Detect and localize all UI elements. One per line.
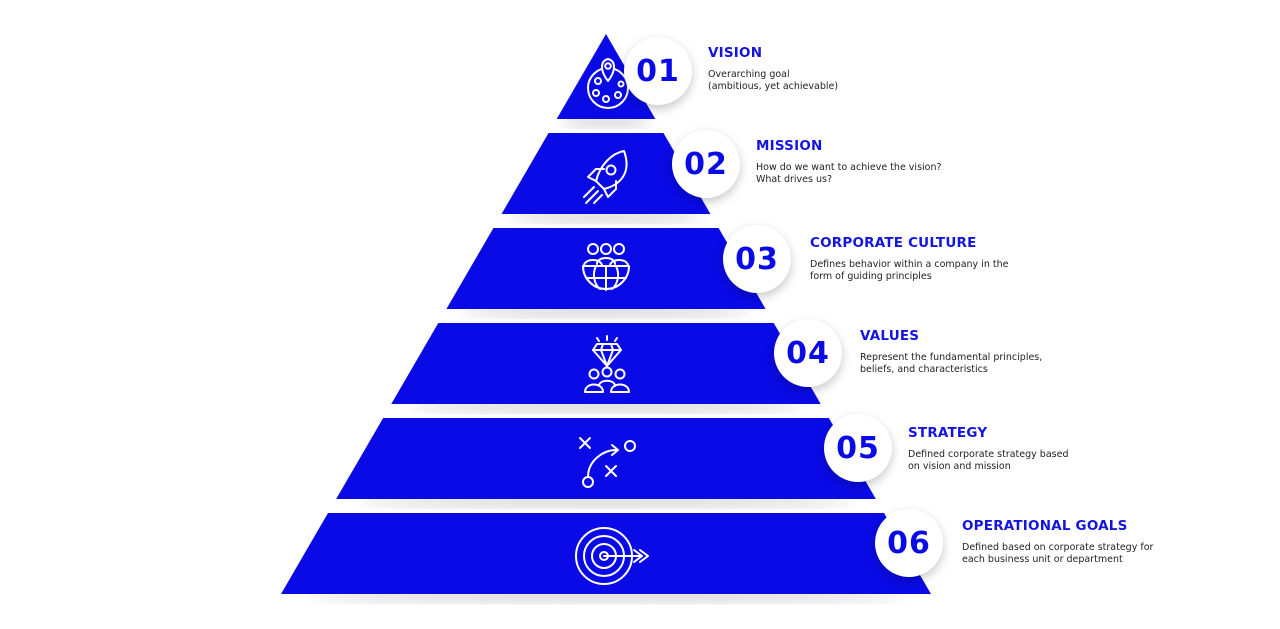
tier-shadow <box>357 498 855 506</box>
description-line: beliefs, and characteristics <box>860 364 988 375</box>
description-line: (ambitious, yet achievable) <box>708 81 839 92</box>
level-title: VISION <box>708 45 763 61</box>
level-number-04: 04 <box>774 319 842 387</box>
description-line: What drives us? <box>756 174 833 185</box>
description-line: Defined based on corporate strategy for <box>962 542 1154 553</box>
tier-shadow <box>307 593 905 601</box>
description-line: How do we want to achieve the vision? <box>756 162 942 173</box>
strategy-play-icon <box>579 437 636 488</box>
tier-shadow <box>408 403 804 411</box>
level-label-operational-goals: OPERATIONAL GOALS Defined based on corpo… <box>962 518 1202 566</box>
description-line: each business unit or department <box>962 554 1123 565</box>
level-label-strategy: STRATEGY Defined corporate strategy base… <box>908 425 1148 473</box>
description-line: Overarching goal <box>708 69 790 80</box>
level-title: OPERATIONAL GOALS <box>962 518 1128 534</box>
tier-shadow <box>509 213 703 221</box>
level-title: CORPORATE CULTURE <box>810 235 977 251</box>
level-description: How do we want to achieve the vision? Wh… <box>756 162 996 186</box>
level-description: Overarching goal (ambitious, yet achieva… <box>708 69 948 93</box>
level-label-mission: MISSION How do we want to achieve the vi… <box>756 138 996 186</box>
level-description: Defined corporate strategy based on visi… <box>908 449 1148 473</box>
description-line: form of guiding principles <box>810 271 932 282</box>
level-description: Defined based on corporate strategy for … <box>962 542 1202 566</box>
level-label-corporate-culture: CORPORATE CULTURE Defines behavior withi… <box>810 235 1050 283</box>
level-description: Defines behavior within a company in the… <box>810 259 1050 283</box>
level-title: MISSION <box>756 138 823 154</box>
diamond-people-icon <box>584 335 630 393</box>
people-globe-icon <box>582 243 630 291</box>
level-label-values: VALUES Represent the fundamental princip… <box>860 328 1100 376</box>
pyramid-tier-05 <box>336 418 876 499</box>
level-description: Represent the fundamental principles, be… <box>860 352 1100 376</box>
pyramid-tier-02 <box>501 133 711 214</box>
level-title: STRATEGY <box>908 425 988 441</box>
level-title: VALUES <box>860 328 920 344</box>
description-line: Defines behavior within a company in the <box>810 259 1009 270</box>
level-label-vision: VISION Overarching goal (ambitious, yet … <box>708 45 948 93</box>
rocket-icon <box>583 150 628 204</box>
level-number-01: 01 <box>624 37 692 105</box>
tier-shadow <box>459 308 753 316</box>
globe-location-icon <box>587 58 629 109</box>
description-line: Represent the fundamental principles, <box>860 352 1043 363</box>
tier-shadow <box>560 118 652 126</box>
level-number-03: 03 <box>723 225 791 293</box>
target-arrow-icon <box>575 527 649 585</box>
level-number-02: 02 <box>672 130 740 198</box>
level-number-05: 05 <box>824 414 892 482</box>
description-line: Defined corporate strategy based <box>908 449 1069 460</box>
level-number-06: 06 <box>875 509 943 577</box>
description-line: on vision and mission <box>908 461 1011 472</box>
